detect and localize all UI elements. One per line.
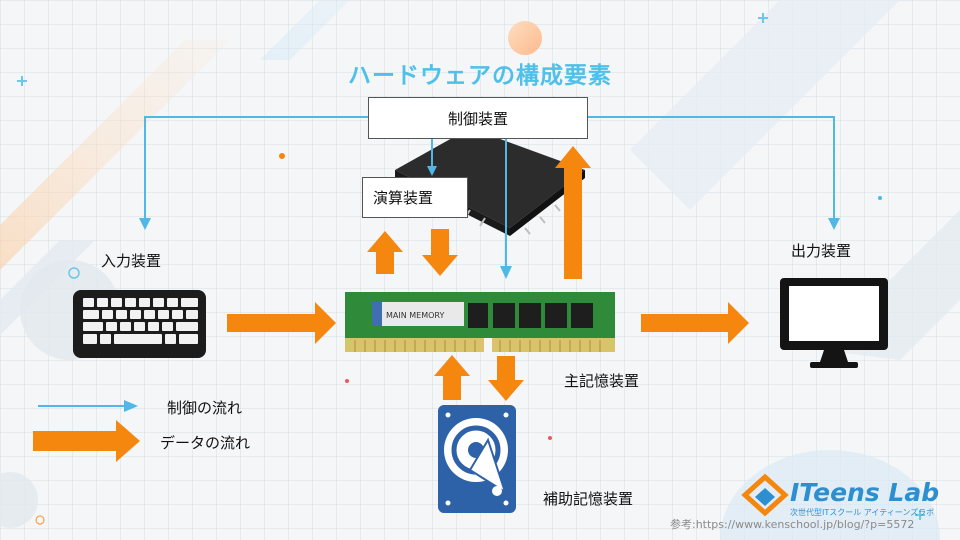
logo-tagline: 次世代型ITスクール アイティーンズラボ — [790, 508, 935, 517]
control-flow-arrowheads — [139, 166, 840, 279]
hard-disk-icon — [438, 405, 516, 513]
arithmetic-unit-box: 演算装置 — [362, 177, 468, 218]
monitor-icon — [780, 278, 888, 368]
source-credit: 参考:https://www.kenschool.jp/blog/?p=5572 — [670, 518, 915, 531]
legend-data-flow-label: データの流れ — [160, 434, 251, 452]
keyboard-icon — [73, 290, 206, 358]
input-device-label: 入力装置 — [101, 252, 162, 270]
control-unit-label: 制御装置 — [447, 109, 508, 128]
output-device-label: 出力装置 — [791, 242, 852, 260]
data-flow-arrows — [227, 146, 749, 401]
diagram-title: ハードウェアの構成要素 — [348, 63, 612, 89]
control-flow-lines — [144, 116, 835, 272]
ram-module-icon — [345, 292, 615, 352]
arithmetic-unit-label: 演算装置 — [373, 189, 434, 207]
ram-chip-label: MAIN MEMORY — [386, 311, 444, 320]
legend-control-arrow — [124, 400, 138, 412]
auxiliary-storage-label: 補助記憶装置 — [543, 490, 634, 508]
logo-name: ITeens Lab — [790, 478, 940, 507]
legend-control-flow-label: 制御の流れ — [167, 399, 243, 417]
legend — [33, 400, 140, 462]
control-unit-box: 制御装置 — [368, 97, 588, 139]
logo-icon — [741, 473, 789, 517]
main-memory-label: 主記憶装置 — [564, 372, 640, 390]
legend-data-arrow — [33, 420, 140, 462]
